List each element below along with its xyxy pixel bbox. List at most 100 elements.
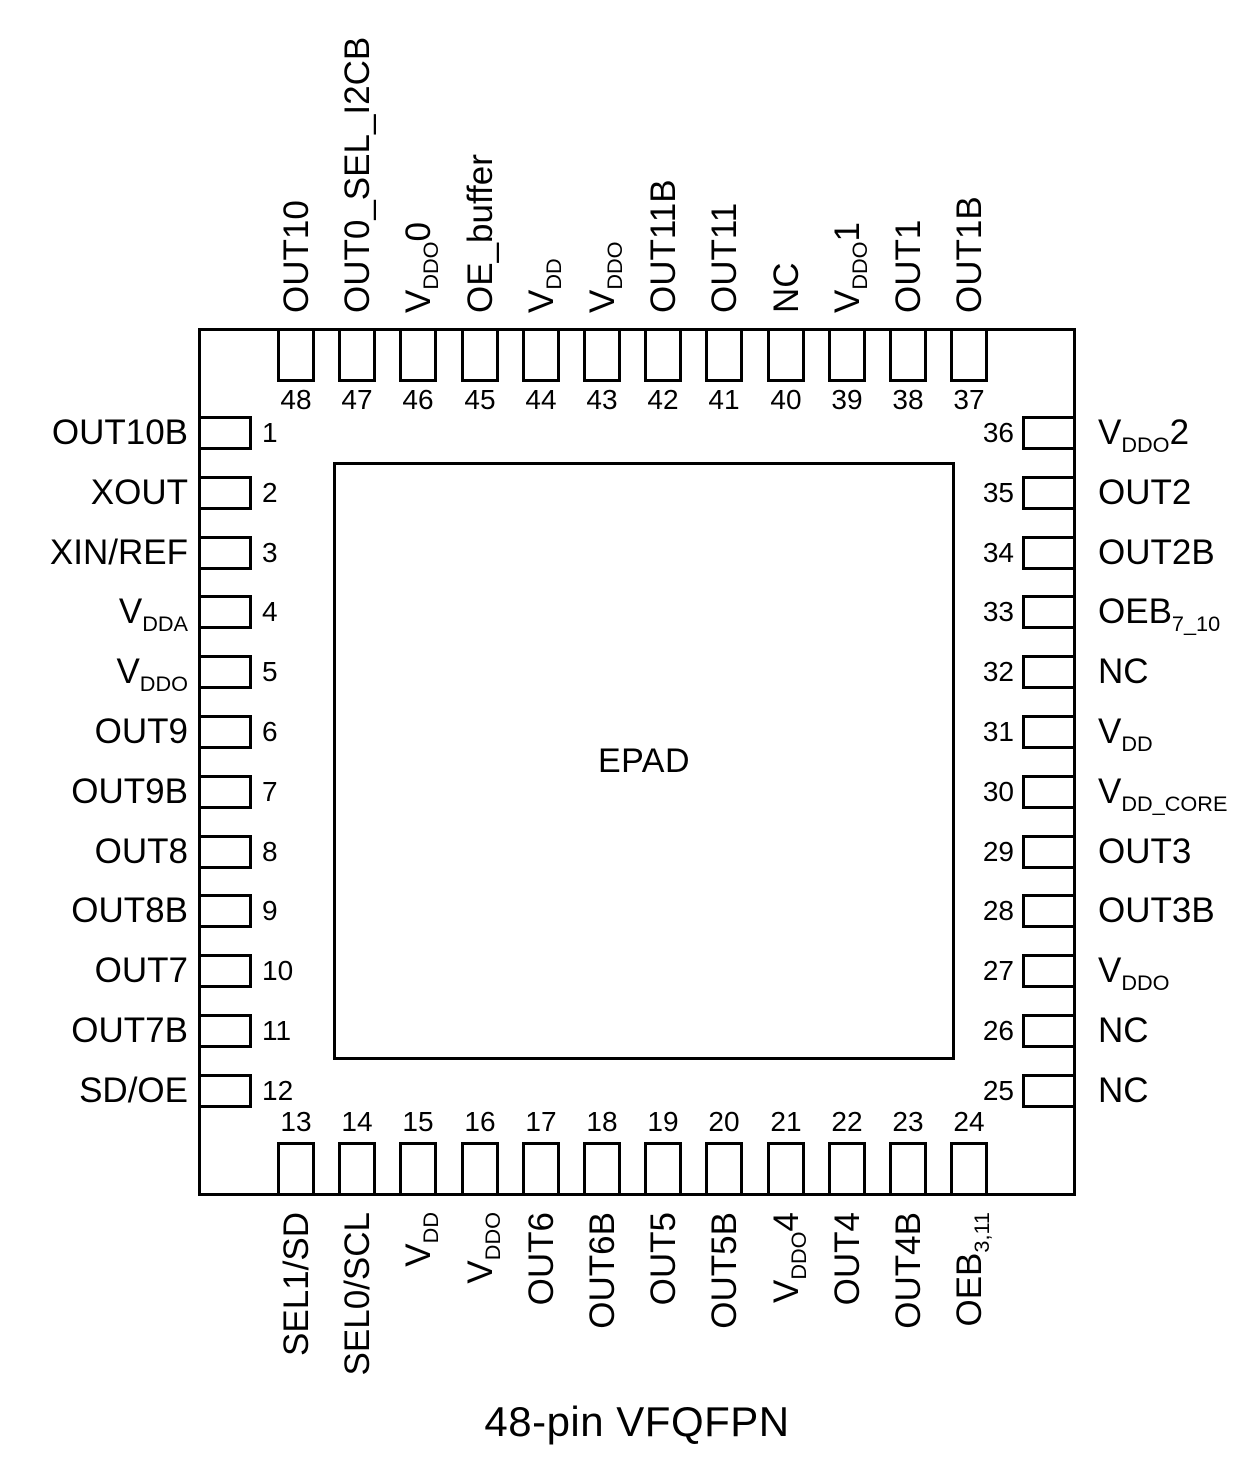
pin-number-19: 19 <box>647 1106 679 1137</box>
pin-number-17: 17 <box>525 1106 557 1137</box>
pin-number-4: 4 <box>262 596 278 627</box>
pin-number-14: 14 <box>341 1106 373 1137</box>
pin-box-5 <box>198 655 252 689</box>
pin-box-30 <box>1022 775 1076 809</box>
pin-number-21: 21 <box>770 1106 802 1137</box>
pin-label-28: OUT3B <box>1098 891 1215 930</box>
pin-box-12 <box>198 1074 252 1108</box>
pin-box-39 <box>828 328 866 382</box>
pin-label-4: VDDA <box>118 592 188 636</box>
pin-box-32 <box>1022 655 1076 689</box>
pin-number-24: 24 <box>953 1106 985 1137</box>
pin-number-47: 47 <box>341 384 373 415</box>
pin-number-11: 11 <box>262 1015 292 1046</box>
pin-label-7: OUT9B <box>71 772 188 811</box>
pin-label-27: VDDO <box>1098 951 1170 995</box>
pin-box-44 <box>522 328 560 382</box>
pin-box-33 <box>1022 595 1076 629</box>
pin-box-13 <box>277 1142 315 1196</box>
pin-label-19: OUT5 <box>644 1212 683 1306</box>
pin-number-27: 27 <box>982 955 1014 986</box>
package-caption: 48-pin VFQFPN <box>484 1398 790 1445</box>
pin-box-40 <box>767 328 805 382</box>
pin-number-25: 25 <box>982 1075 1014 1106</box>
pin-box-45 <box>461 328 499 382</box>
pin-box-35 <box>1022 476 1076 510</box>
pin-label-31: VDD <box>1098 712 1153 756</box>
pin-number-46: 46 <box>402 384 434 415</box>
pin-box-15 <box>399 1142 437 1196</box>
pin-label-41: OUT11 <box>705 202 744 313</box>
pin-label-35: OUT2 <box>1098 473 1192 512</box>
pin-box-36 <box>1022 416 1076 450</box>
pin-box-22 <box>828 1142 866 1196</box>
pin-box-43 <box>583 328 621 382</box>
pin-box-1 <box>198 416 252 450</box>
pin-number-18: 18 <box>586 1106 618 1137</box>
pin-label-46: VDDO0 <box>399 221 443 313</box>
pin-box-27 <box>1022 954 1076 988</box>
pin-number-12: 12 <box>262 1075 294 1106</box>
pin-number-35: 35 <box>982 477 1014 508</box>
pin-label-24: OEB3,11 <box>950 1212 994 1327</box>
pin-number-6: 6 <box>262 716 278 747</box>
pin-number-20: 20 <box>708 1106 740 1137</box>
pin-label-9: OUT8B <box>71 891 188 930</box>
pin-box-42 <box>644 328 682 382</box>
pin-label-43: VDDO <box>583 241 627 313</box>
pin-label-32: NC <box>1098 652 1149 691</box>
pin-label-5: VDDO <box>116 652 188 696</box>
pin-number-13: 13 <box>280 1106 312 1137</box>
pin-number-45: 45 <box>464 384 496 415</box>
pin-label-12: SD/OE <box>79 1071 188 1110</box>
pin-box-31 <box>1022 715 1076 749</box>
pin-box-41 <box>705 328 743 382</box>
pin-label-22: OUT4 <box>828 1212 867 1306</box>
pin-number-8: 8 <box>262 836 278 867</box>
pin-box-11 <box>198 1014 252 1048</box>
pin-box-47 <box>338 328 376 382</box>
pin-number-42: 42 <box>647 384 679 415</box>
pin-box-10 <box>198 954 252 988</box>
pin-box-19 <box>644 1142 682 1196</box>
pin-number-39: 39 <box>831 384 863 415</box>
pin-label-29: OUT3 <box>1098 832 1192 871</box>
pin-box-29 <box>1022 835 1076 869</box>
pin-number-3: 3 <box>262 537 278 568</box>
pin-box-7 <box>198 775 252 809</box>
pin-label-30: VDD_CORE <box>1098 772 1228 816</box>
pin-label-44: VDD <box>522 258 566 313</box>
pin-number-37: 37 <box>953 384 985 415</box>
pin-label-15: VDD <box>399 1212 443 1267</box>
pin-number-43: 43 <box>586 384 618 415</box>
pin-label-42: OUT11B <box>644 179 683 313</box>
pin-number-7: 7 <box>262 776 278 807</box>
pin-label-25: NC <box>1098 1071 1149 1110</box>
pin-label-17: OUT6 <box>522 1212 561 1306</box>
pin-label-6: OUT9 <box>94 712 188 751</box>
pin-label-13: SEL1/SD <box>277 1212 316 1356</box>
pin-label-8: OUT8 <box>94 832 188 871</box>
pin-number-10: 10 <box>262 955 294 986</box>
pin-box-18 <box>583 1142 621 1196</box>
pin-number-33: 33 <box>982 596 1014 627</box>
pin-number-36: 36 <box>982 417 1014 448</box>
pin-box-28 <box>1022 894 1076 928</box>
pin-number-16: 16 <box>464 1106 496 1137</box>
pin-box-26 <box>1022 1014 1076 1048</box>
pin-box-24 <box>950 1142 988 1196</box>
pin-number-30: 30 <box>982 776 1014 807</box>
pin-box-14 <box>338 1142 376 1196</box>
pin-box-17 <box>522 1142 560 1196</box>
pin-box-9 <box>198 894 252 928</box>
pin-number-22: 22 <box>831 1106 863 1137</box>
pin-box-37 <box>950 328 988 382</box>
pin-label-26: NC <box>1098 1011 1149 1050</box>
pin-label-20: OUT5B <box>705 1212 744 1329</box>
pin-number-15: 15 <box>402 1106 434 1137</box>
pin-box-48 <box>277 328 315 382</box>
pin-box-25 <box>1022 1074 1076 1108</box>
pin-label-33: OEB7_10 <box>1098 592 1221 636</box>
pin-number-2: 2 <box>262 477 278 508</box>
